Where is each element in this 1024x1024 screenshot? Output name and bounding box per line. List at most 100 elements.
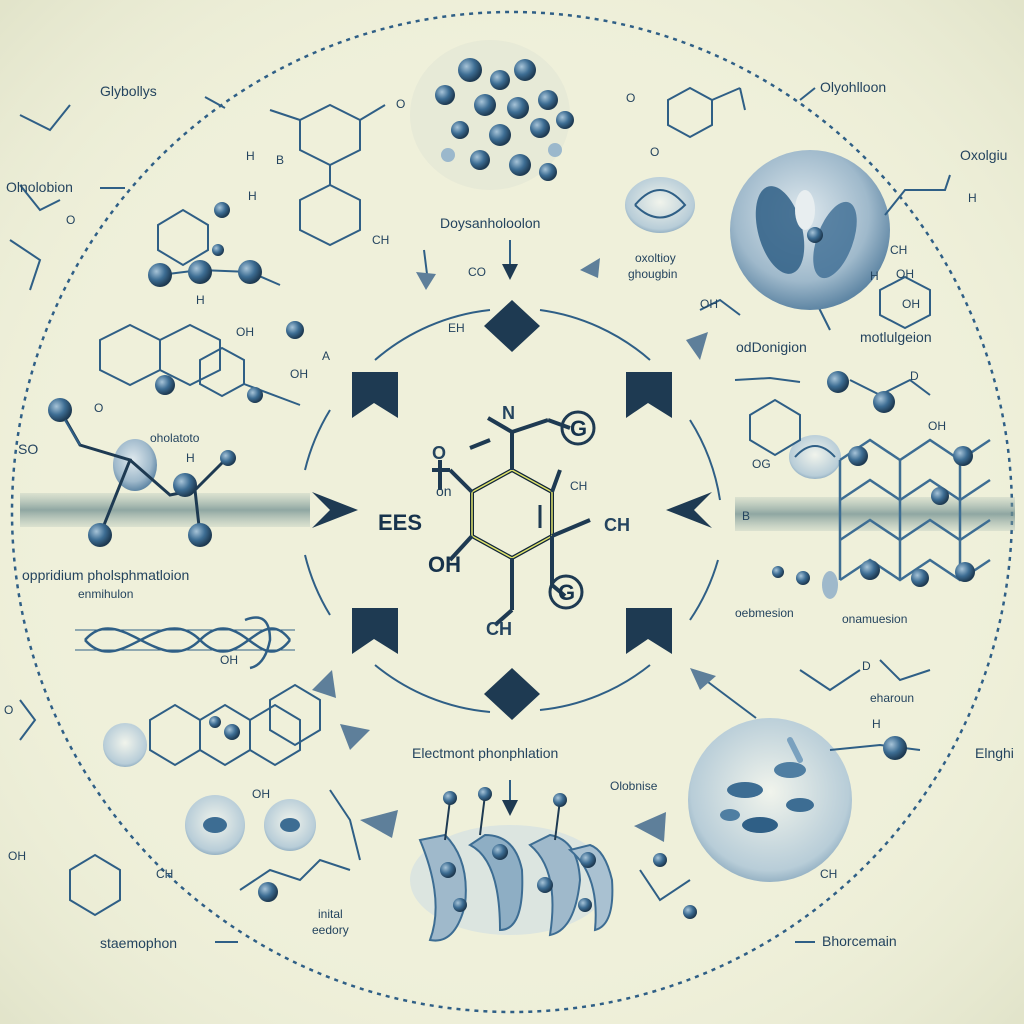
chem-o-d: O	[66, 213, 76, 227]
flag-top-right	[626, 372, 672, 418]
label-oxolgiu: Oxolgiu	[960, 147, 1008, 163]
label-oxidative-phos: oppridium pholsphmatloion	[22, 567, 190, 583]
center-label-ch-bottom: CH	[486, 619, 512, 639]
left-membrane	[20, 493, 310, 527]
bottom-left-cells	[103, 723, 316, 855]
flag-top-left	[352, 372, 398, 418]
center-label-ees: EES	[378, 510, 423, 535]
bottom-right-cell	[688, 718, 852, 882]
chem-ohh: OH	[902, 297, 920, 311]
center-label-ch-small: CH	[570, 479, 588, 493]
center-label-g-bottom: G	[558, 580, 576, 605]
right-side-beads	[653, 371, 907, 919]
chem-o-a: O	[396, 97, 406, 111]
chem-o-c: O	[650, 145, 660, 159]
chem-ch-b: CH	[890, 243, 908, 257]
chem-d-b: D	[862, 659, 871, 673]
right-membrane-lattice	[772, 438, 991, 599]
chem-oh-a: OH	[236, 325, 254, 339]
label-eharoun: eharoun	[870, 691, 915, 705]
upper-left-structures	[9, 103, 386, 446]
central-molecule	[432, 416, 591, 627]
center-label-on: on	[436, 483, 452, 499]
center-label-g-top: G	[570, 416, 588, 441]
chem-a: A	[322, 349, 331, 363]
chem-b-a: B	[276, 153, 285, 167]
chem-d-a: D	[910, 369, 919, 383]
chem-b-b: B	[742, 509, 751, 523]
chem-oh-d: OH	[928, 419, 946, 433]
label-electron-phos: Electmont phonphlation	[412, 745, 559, 761]
label-oxoltioy: oxoltioy	[635, 251, 676, 265]
chem-h-b: H	[248, 189, 257, 203]
chem-oh-c: OH	[220, 653, 238, 667]
label-elnghi: Elnghi	[975, 745, 1014, 761]
chevron-left	[312, 492, 358, 528]
top-bead-cluster	[410, 40, 574, 190]
label-oebmesion: oebmesion	[735, 606, 794, 620]
label-ghougbin: ghougbin	[628, 267, 678, 281]
flag-bottom-right	[626, 608, 672, 654]
chem-o-e: O	[94, 401, 104, 415]
cycle-markers	[312, 300, 712, 720]
chem-ohi: OH	[700, 297, 718, 311]
chem-o-f: O	[4, 703, 14, 717]
chem-ch-a: CH	[372, 233, 390, 247]
chem-oh-b: OH	[290, 367, 308, 381]
diamond-top	[484, 300, 540, 352]
center-label-oh: OH	[428, 552, 461, 577]
center-g-ring-bottom	[548, 574, 584, 610]
center-label-n: N	[502, 403, 515, 423]
label-eedory: eedory	[312, 923, 349, 937]
chem-oh-e: OH	[8, 849, 26, 863]
right-side-structures	[639, 86, 951, 902]
center-label-eh: EH	[448, 321, 465, 335]
right-membrane	[735, 497, 1015, 531]
bottom-mitochondria	[410, 787, 614, 942]
chem-h-d: H	[968, 191, 977, 205]
label-leaders	[100, 87, 816, 943]
label-motlulgeion: motlulgeion	[860, 329, 932, 345]
chem-h-f: H	[872, 717, 881, 731]
label-oholatoto: oholatoto	[150, 431, 200, 445]
inner-cycle	[304, 309, 721, 713]
flag-bottom-left	[352, 608, 398, 654]
chem-oh-f: OH	[252, 787, 270, 801]
diagram-title: Doysanholoolon	[440, 215, 541, 231]
label-bhorcemain: Bhorcemain	[822, 933, 897, 949]
chem-so: SO	[18, 441, 39, 457]
flow-arrows	[312, 240, 831, 842]
label-enmihulon: enmihulon	[78, 587, 134, 601]
lower-left-beads	[209, 716, 278, 902]
upper-left-beads	[148, 202, 304, 403]
label-stamophon: staemophon	[100, 935, 178, 951]
lower-left-structures	[19, 683, 361, 917]
right-cell-mid	[789, 435, 841, 479]
chem-h-c: H	[196, 293, 205, 307]
label-inital: inital	[318, 907, 343, 921]
label-onamuesion: onamuesion	[842, 612, 908, 626]
top-right-cell	[730, 150, 890, 310]
label-olobnise: Olobnise	[610, 779, 658, 793]
chem-h-a: H	[246, 149, 255, 163]
chem-co: CO	[468, 265, 486, 279]
label-oxyholloon: Olyohlloon	[820, 79, 887, 95]
chem-h-e: H	[186, 451, 195, 465]
chem-ohl: OH	[896, 267, 914, 281]
label-odbonigion: odDonigion	[736, 339, 807, 355]
helix-strands	[75, 616, 295, 670]
chem-o-b: O	[626, 91, 636, 105]
chem-ch-c: CH	[820, 867, 838, 881]
center-label-ch-right: CH	[604, 515, 630, 535]
diamond-bottom	[484, 668, 540, 720]
small-top-cell	[625, 177, 695, 233]
chevron-right	[666, 492, 712, 528]
center-g-ring-top	[560, 410, 596, 446]
chem-og: OG	[752, 457, 771, 471]
label-glycolysis: Glybollys	[100, 83, 157, 99]
chem-h-g: H	[870, 269, 879, 283]
label-olnolobion: Olnolobion	[6, 179, 73, 195]
center-label-o: O	[432, 443, 447, 463]
